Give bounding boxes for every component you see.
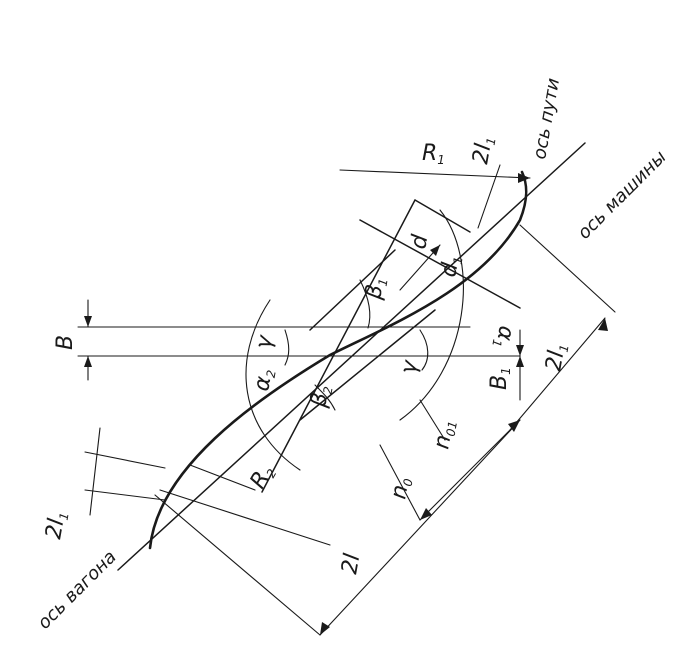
arc-beta2: [314, 384, 336, 411]
dim-ext-2l-bottom: [154, 494, 321, 636]
track-axis-curve: [148, 170, 528, 550]
label-alpha1: α1: [489, 324, 518, 350]
machine-body: [261, 199, 521, 493]
arrow-n-base: [508, 420, 520, 432]
label-n01: n01: [429, 418, 460, 451]
label-2l1-right: 2l1: [541, 341, 571, 373]
arrow-B-top: [84, 316, 92, 327]
label-track-axis: ось пути: [529, 76, 564, 161]
label-gamma-left: γ: [251, 333, 278, 351]
arrow-n0: [420, 508, 432, 520]
arc-R2: [245, 299, 301, 471]
dim-ext-2l-left: [159, 489, 331, 546]
ref-line-R1: [339, 169, 531, 179]
dim-R2-leader: [189, 464, 256, 491]
dim-ext-2l1-left-b: [84, 489, 166, 501]
dimension-lines: [84, 164, 616, 636]
dim-n01: [419, 399, 446, 441]
label-machine-axis: ось машины: [574, 147, 671, 244]
arc-gamma-right: [419, 329, 429, 371]
label-2l1-top: 2l1: [468, 134, 498, 166]
label-d: d: [406, 232, 433, 251]
body-edge-right: [414, 199, 471, 233]
arrow-2l: [320, 622, 330, 635]
label-2l1-left: 2l1: [41, 509, 71, 541]
label-gamma-right: γ: [396, 358, 423, 376]
label-car-axis: ось вагона: [34, 546, 121, 633]
angle-arcs: [245, 209, 464, 471]
arc-gamma-left: [284, 329, 290, 366]
label-B: B: [53, 335, 78, 350]
arrowheads: [84, 173, 608, 635]
arrow-B-bottom: [84, 356, 92, 367]
label-beta2: β2: [306, 383, 336, 410]
dim-2l1-left: [89, 427, 101, 516]
dim-ext-2l1-right-top: [519, 224, 616, 313]
label-R1: R1: [422, 141, 445, 167]
label-B1: B1: [487, 367, 513, 390]
reference-lines: [77, 169, 531, 357]
dim-2l: [319, 419, 521, 636]
dim-2l1-right: [509, 317, 606, 431]
arrow-2l1-right: [598, 318, 608, 331]
label-alpha2: α2: [249, 367, 278, 393]
body-edge-top: [261, 199, 416, 493]
dim-n-base: [419, 419, 521, 521]
arrow-R1: [518, 173, 530, 183]
arc-R1: [399, 209, 464, 421]
arrow-B1-top: [516, 345, 524, 356]
arc-beta1: [359, 279, 371, 329]
dim-ext-2l1-left-a: [84, 451, 166, 469]
label-n0: n0: [386, 475, 415, 501]
label-beta1: β1: [361, 275, 391, 302]
label-d1: d1: [436, 253, 465, 279]
arrow-d: [430, 245, 440, 256]
body-diagonal: [309, 249, 396, 331]
arrow-B1-bottom: [516, 356, 524, 367]
label-2l: 2l: [337, 552, 365, 576]
body-edge-lower: [299, 309, 436, 421]
dim-n0: [379, 444, 421, 521]
dim-2l1-top: [477, 164, 501, 229]
body-edge-inner: [359, 219, 521, 309]
